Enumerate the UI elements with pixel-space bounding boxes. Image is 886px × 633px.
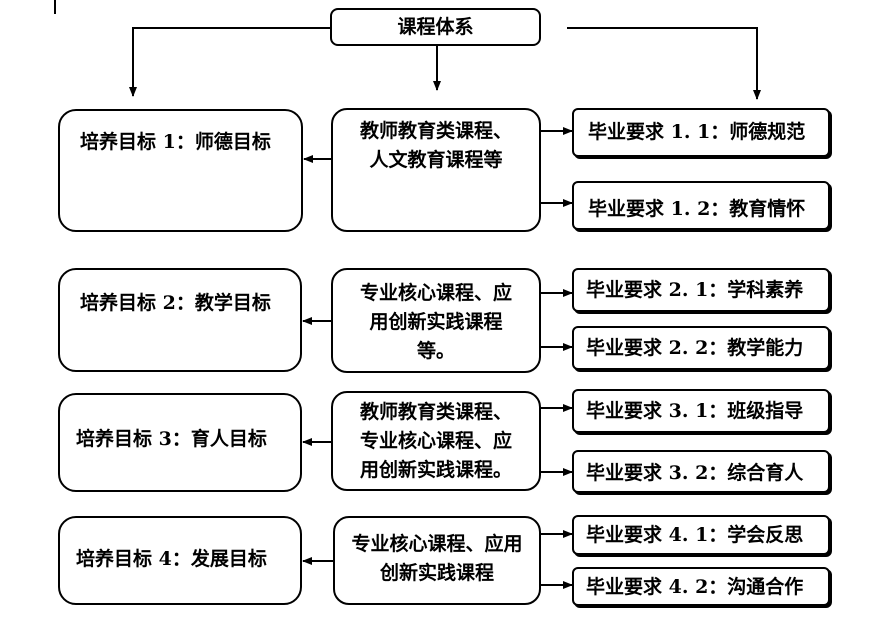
req-node-3-2 bbox=[572, 450, 830, 493]
root-label: 课程体系 bbox=[397, 16, 474, 38]
req-node-2-1 bbox=[572, 268, 830, 312]
course-line: 专业核心课程、应用 bbox=[351, 533, 523, 555]
req-node-2-2 bbox=[572, 326, 830, 370]
course-line: 教师教育类课程、 bbox=[359, 401, 512, 423]
req-label-3-2: 毕业要求 3. 2：综合育人 bbox=[586, 462, 804, 484]
course-line: 专业核心课程、应 bbox=[359, 282, 512, 304]
goal-label-1: 培养目标 1：师德目标 bbox=[80, 131, 271, 153]
course-line: 创新实践课程 bbox=[379, 562, 494, 584]
goal-label-4: 培养目标 4：发展目标 bbox=[76, 548, 267, 570]
course-node-2 bbox=[331, 268, 541, 373]
req-node-4-1 bbox=[572, 515, 830, 555]
course-line: 等。 bbox=[416, 340, 455, 362]
req-label-2-2: 毕业要求 2. 2：教学能力 bbox=[586, 337, 804, 359]
goal-label-2: 培养目标 2：教学目标 bbox=[80, 292, 271, 314]
course-line: 用创新实践课程。 bbox=[359, 459, 512, 481]
course-line: 专业核心课程、应 bbox=[359, 430, 512, 452]
goal-label-3: 培养目标 3：育人目标 bbox=[76, 428, 267, 450]
course-node-1 bbox=[331, 108, 541, 232]
course-label-1: 教师教育类课程、 人文教育课程等 bbox=[331, 117, 541, 175]
goal-node-2 bbox=[58, 268, 302, 372]
goal-node-4 bbox=[58, 516, 302, 605]
course-label-4: 专业核心课程、应用 创新实践课程 bbox=[333, 530, 541, 588]
goal-node-1 bbox=[58, 109, 303, 232]
course-label-3: 教师教育类课程、 专业核心课程、应 用创新实践课程。 bbox=[331, 398, 541, 485]
course-line: 用创新实践课程 bbox=[369, 311, 503, 333]
req-label-1-1: 毕业要求 1. 1：师德规范 bbox=[588, 121, 806, 143]
req-node-1-1 bbox=[572, 108, 830, 157]
req-label-4-1: 毕业要求 4. 1：学会反思 bbox=[586, 524, 804, 546]
course-line: 教师教育类课程、 bbox=[359, 120, 512, 142]
req-label-2-1: 毕业要求 2. 1：学科素养 bbox=[586, 279, 804, 301]
goal-node-3 bbox=[58, 393, 302, 492]
req-label-4-2: 毕业要求 4. 2：沟通合作 bbox=[586, 576, 804, 598]
course-node-4 bbox=[333, 516, 541, 605]
course-label-2: 专业核心课程、应 用创新实践课程 等。 bbox=[331, 279, 541, 366]
course-node-3 bbox=[331, 391, 541, 491]
course-line: 人文教育课程等 bbox=[369, 149, 503, 171]
req-node-3-1 bbox=[572, 389, 830, 433]
req-node-4-2 bbox=[572, 567, 830, 606]
req-node-1-2 bbox=[572, 181, 830, 230]
req-label-1-2: 毕业要求 1. 2：教育情怀 bbox=[588, 198, 806, 220]
root-node bbox=[330, 8, 541, 46]
req-label-3-1: 毕业要求 3. 1：班级指导 bbox=[586, 400, 804, 422]
